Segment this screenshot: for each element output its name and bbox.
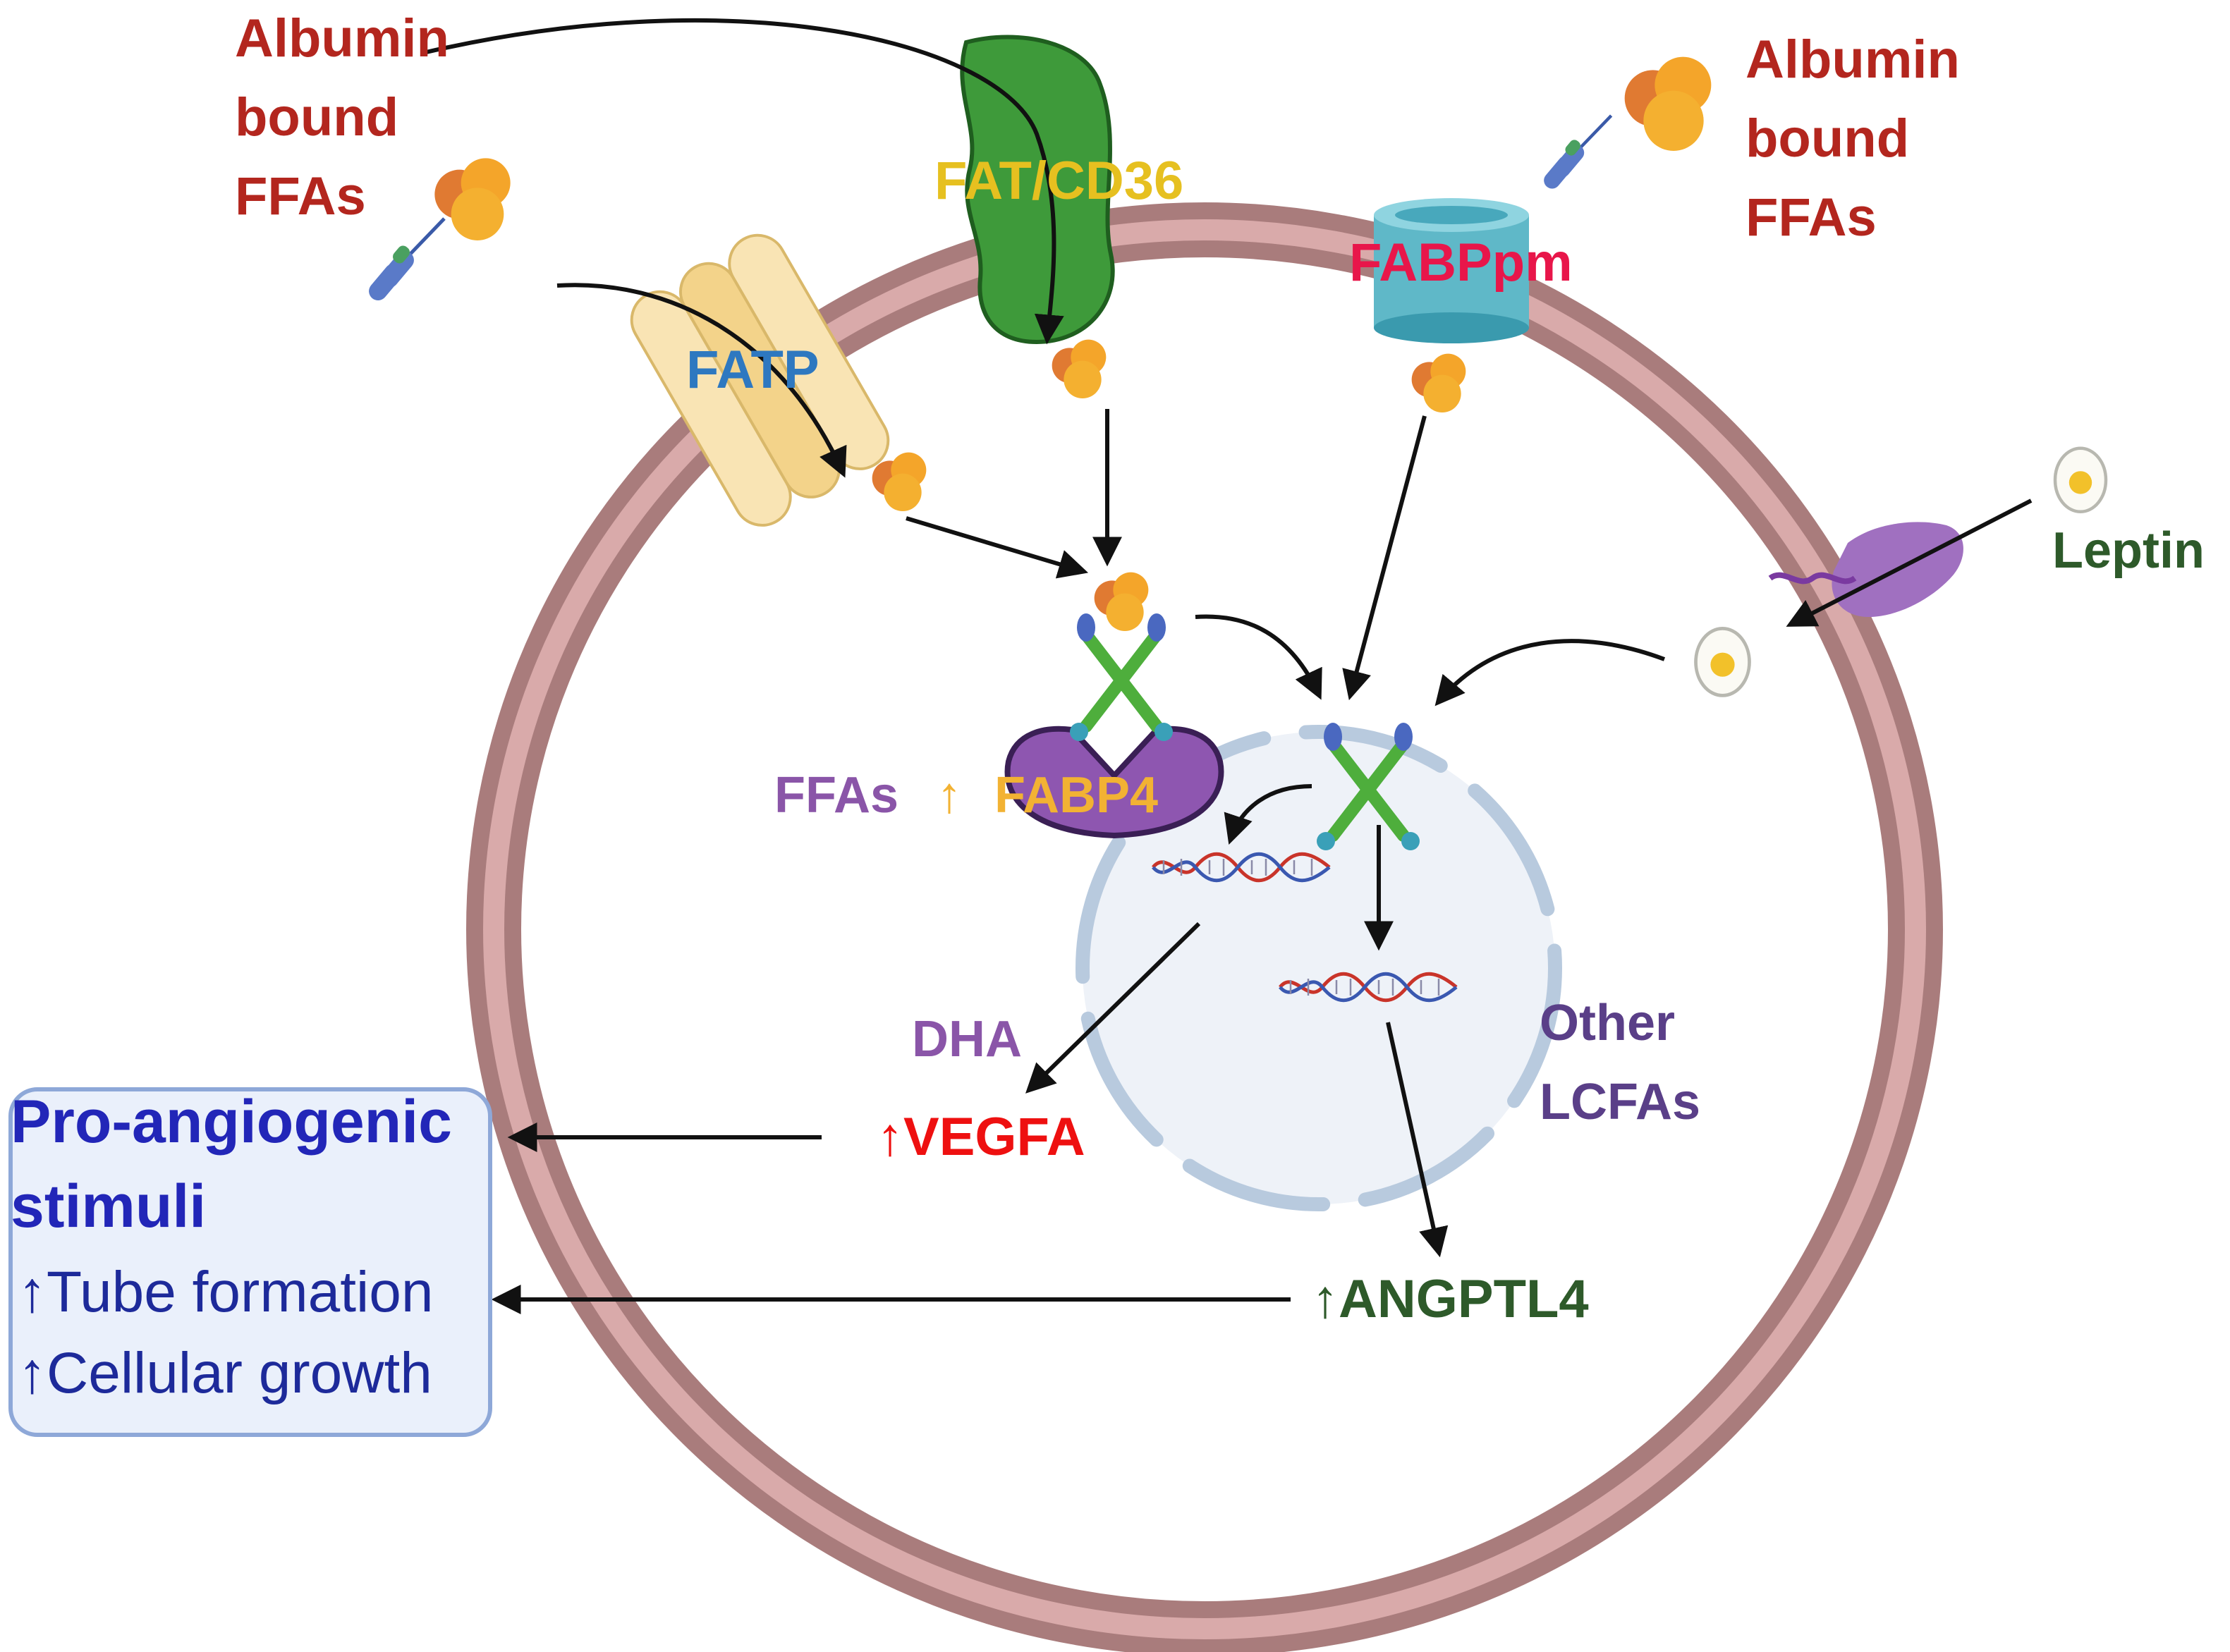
albumin-label: FFAs bbox=[1745, 188, 1877, 247]
fabppm-channel bbox=[1374, 198, 1529, 343]
vegfa-label: ↑VEGFA bbox=[877, 1107, 1085, 1167]
fat-cd36-label: FAT/CD36 bbox=[934, 151, 1183, 211]
up-arrow-label: ↑ bbox=[937, 767, 962, 824]
ffa-molecule-icon bbox=[434, 158, 511, 240]
leptin-molecule-icon bbox=[2055, 448, 2106, 512]
pro-angiogenic-box: Pro-angiogenic stimuli ↑Tube formation ↑… bbox=[8, 1087, 492, 1437]
albumin-label: bound bbox=[235, 87, 398, 147]
other-label: Other bbox=[1540, 995, 1675, 1051]
leptin-label: Leptin bbox=[2052, 522, 2205, 579]
leptin-molecule-icon bbox=[1696, 628, 1750, 695]
fatp-label: FATP bbox=[686, 340, 820, 400]
lcfas-label: LCFAs bbox=[1540, 1074, 1700, 1130]
angptl4-label: ↑ANGPTL4 bbox=[1312, 1269, 1589, 1329]
ffa-molecule-icon bbox=[1624, 56, 1712, 152]
fabp4-label: FABP4 bbox=[994, 767, 1158, 824]
albumin-label: FFAs bbox=[235, 166, 366, 226]
fatp-transporter bbox=[630, 233, 890, 527]
ppar-receptor-icon bbox=[1070, 613, 1173, 741]
box-title: stimuli bbox=[11, 1173, 206, 1240]
albumin-label: Albumin bbox=[235, 8, 449, 68]
cell-membrane bbox=[466, 202, 1943, 1652]
albumin-icon bbox=[1540, 116, 1611, 192]
albumin-icon bbox=[365, 219, 444, 304]
box-item-cellular-growth: ↑Cellular growth bbox=[18, 1341, 432, 1405]
pathway-arrows bbox=[422, 18, 2033, 1314]
box-item-tube-formation: ↑Tube formation bbox=[18, 1260, 433, 1324]
nucleus bbox=[1076, 725, 1562, 1211]
fabp4-protein bbox=[1004, 726, 1224, 839]
albumin-label: bound bbox=[1745, 109, 1909, 169]
ffas-label: FFAs bbox=[774, 767, 898, 824]
box-title: Pro-angiogenic bbox=[11, 1088, 452, 1156]
dha-label: DHA bbox=[912, 1011, 1022, 1067]
fabppm-label: FABPpm bbox=[1349, 233, 1573, 293]
ffa-molecule-icon bbox=[1052, 339, 1107, 398]
albumin-label: Albumin bbox=[1745, 30, 1960, 90]
ffa-molecule-icon bbox=[1411, 353, 1466, 412]
ffa-molecule-icon bbox=[1094, 572, 1149, 631]
